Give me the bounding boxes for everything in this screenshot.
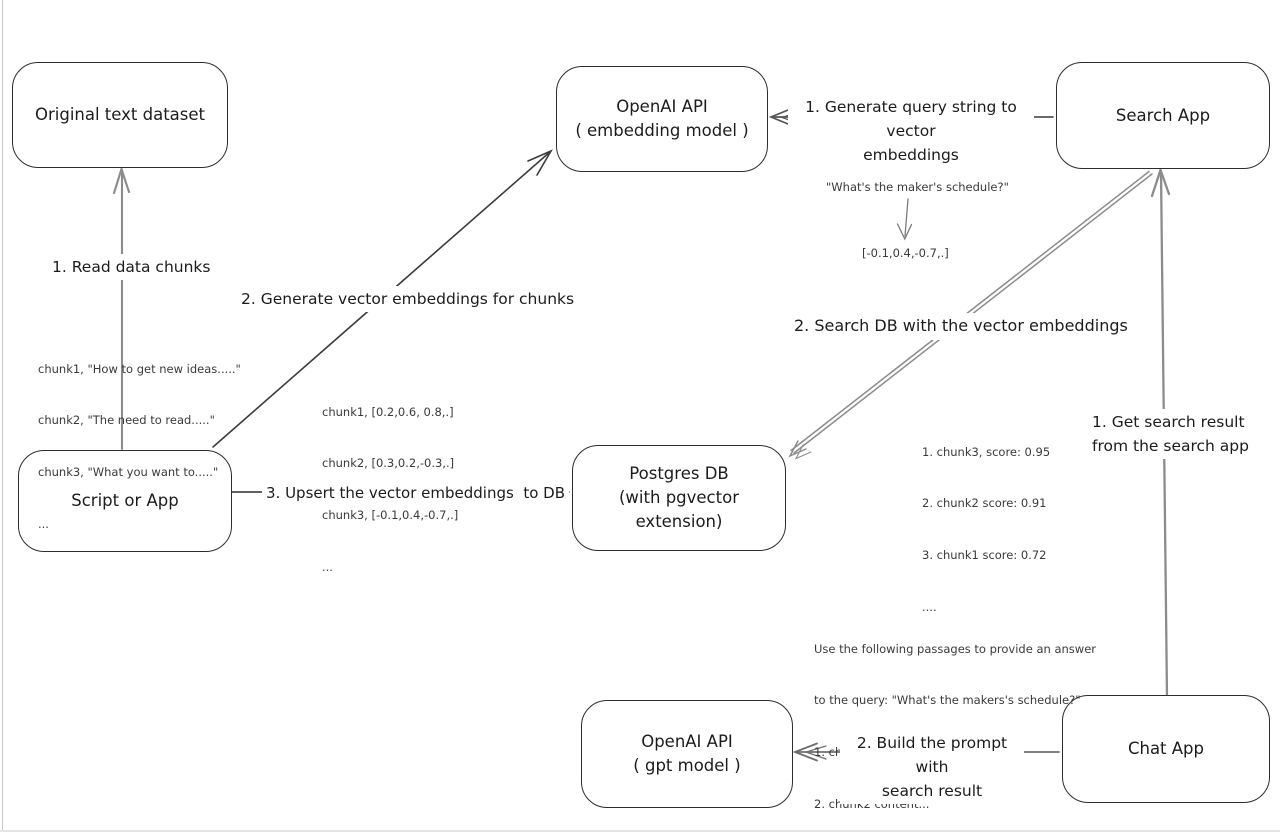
annotation-line: chunk3, "What you want to....." (38, 465, 219, 479)
annotation-line: chunk2, "The need to read....." (38, 413, 215, 428)
annotation-chunk-vectors: chunk1, [0.2,0.6, 0.8,.] chunk2, [0.3,0.… (322, 369, 458, 611)
edge-label-generate-embeddings: 2. Generate vector embeddings for chunks (237, 286, 579, 313)
edge-label-upsert-to-db: 3. Upsert the vector embeddings to DB (262, 481, 570, 507)
annotation-query-vector: [-0.1,0.4,-0.7,.] (862, 246, 949, 260)
node-label-line1: Postgres DB (629, 464, 729, 484)
annotation-line: chunk2, [0.3,0.2,-0.3,.] (322, 456, 455, 471)
annotation-query-string: "What's the maker's schedule?" (826, 180, 1009, 194)
annotation-line: .... (922, 599, 937, 614)
node-openai-gpt: OpenAI API ( gpt model ) (581, 700, 793, 808)
node-script-or-app: Script or App (18, 450, 232, 552)
node-label-line1: OpenAI API (616, 97, 708, 117)
annotation-line: 3. chunk1 score: 0.72 (922, 548, 1047, 562)
edge-label-search-db: 2. Search DB with the vector embeddings (790, 313, 1132, 340)
annotation-line: to the query: "What's the makers's sched… (814, 693, 1081, 708)
edge-label-get-search-result: 1. Get search result from the search app (1088, 409, 1253, 460)
node-search-app: Search App (1056, 62, 1270, 169)
node-original-text-dataset: Original text dataset (12, 62, 228, 168)
annotation-line: chunk3, [-0.1,0.4,-0.7,.] (322, 508, 459, 522)
annotation-chunk-texts: chunk1, "How to get new ideas....." chun… (38, 326, 241, 568)
annotation-line: 2. chunk2 score: 0.91 (922, 496, 1047, 511)
canvas-edge-left (2, 0, 3, 832)
node-label: Chat App (1127, 739, 1205, 759)
arrow-read-data-chunks (112, 165, 131, 451)
annotation-line: ... (38, 516, 49, 531)
edge-label-line1: 2. Build the prompt with (856, 734, 1008, 777)
edge-label-line2: from the search app (1092, 437, 1249, 456)
edge-label-line1: 1. Get search result (1092, 413, 1245, 431)
node-postgres-db: Postgres DB (with pgvector extension) (572, 445, 786, 551)
node-label-line1: OpenAI API (641, 732, 733, 752)
node-label: Original text dataset (34, 105, 205, 125)
edge-label-line1: 1. Generate query string to vector (805, 98, 1017, 141)
edge-label-query-to-vector: 1. Generate query string to vector embed… (788, 94, 1034, 169)
annotation-line: chunk1, [0.2,0.6, 0.8,.] (322, 404, 454, 419)
node-label-line2: ( gpt model ) (633, 756, 741, 775)
annotation-line: chunk1, "How to get new ideas....." (38, 361, 241, 376)
annotation-line: Use the following passages to provide an… (814, 641, 1096, 656)
node-openai-embedding: OpenAI API ( embedding model ) (556, 66, 768, 172)
node-chat-app: Chat App (1062, 695, 1270, 803)
annotation-line: ... (322, 559, 333, 574)
edge-label-line2: search result (881, 782, 983, 801)
node-label-line2: (with pgvector extension) (619, 488, 739, 531)
node-label: Script or App (71, 491, 179, 511)
annotation-line: 1. chunk3, score: 0.95 (922, 444, 1051, 459)
edge-label-line2: embeddings (863, 146, 959, 165)
edge-label-build-prompt: 2. Build the prompt with search result (840, 730, 1024, 805)
node-label-line2: ( embedding model ) (575, 121, 749, 140)
node-label: Search App (1115, 105, 1211, 125)
edge-label-read-data-chunks: 1. Read data chunks (48, 254, 215, 281)
canvas-edge-bottom (0, 830, 1280, 832)
arrow-query-string-to-vector (896, 198, 913, 241)
annotation-search-scores: 1. chunk3, score: 0.95 2. chunk2 score: … (922, 409, 1050, 651)
